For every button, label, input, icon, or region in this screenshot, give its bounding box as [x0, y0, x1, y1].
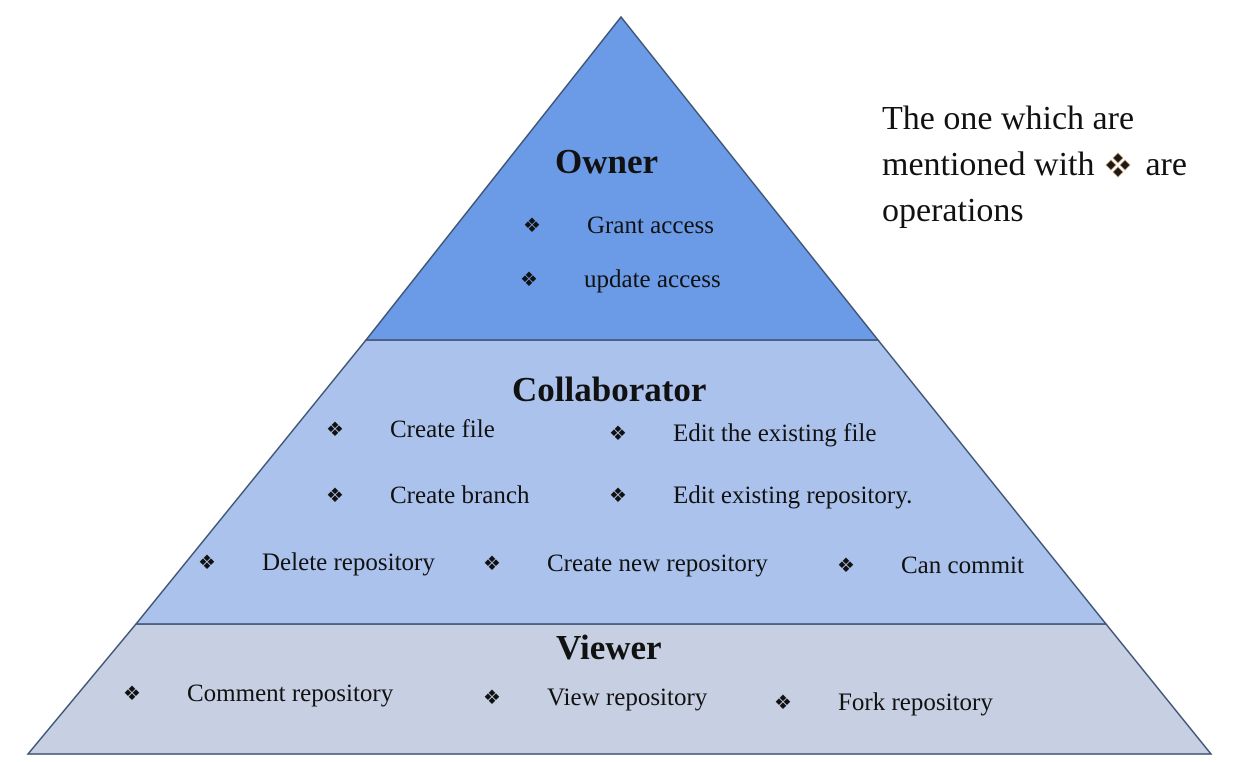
- viewer-item-label: Comment repository: [187, 680, 394, 707]
- four-diamond-bullet-icon: ❖: [520, 269, 538, 291]
- collaborator-item: ❖ Edit the existing file: [609, 420, 876, 448]
- four-diamond-bullet-icon: ❖: [326, 485, 344, 507]
- viewer-title: Viewer: [556, 628, 662, 667]
- owner-title: Owner: [555, 142, 659, 181]
- collaborator-item: ❖ Edit existing repository.: [609, 482, 912, 510]
- owner-item-label: update access: [584, 266, 721, 293]
- viewer-item: ❖ Comment repository: [123, 680, 393, 708]
- four-diamond-bullet-icon: ❖: [483, 687, 501, 709]
- collaborator-item-label: Create file: [390, 416, 495, 443]
- collaborator-item: ❖ Can commit: [837, 552, 1024, 580]
- note-line-3: operations: [882, 192, 1024, 229]
- four-diamond-bullet-icon: ❖: [326, 419, 344, 441]
- owner-item: ❖ update access: [520, 266, 721, 294]
- four-diamond-bullet-icon: ❖: [483, 553, 501, 575]
- viewer-item-label: Fork repository: [838, 689, 993, 716]
- collaborator-item: ❖ Delete repository: [198, 549, 435, 577]
- four-diamond-bullet-icon: [1103, 150, 1133, 180]
- collaborator-item-label: Edit the existing file: [673, 420, 877, 447]
- note-line-1: The one which are: [882, 100, 1135, 137]
- collaborator-item-label: Create new repository: [547, 550, 768, 577]
- four-diamond-bullet-icon: ❖: [609, 423, 627, 445]
- note-line-2-end: are: [1145, 146, 1187, 183]
- owner-item-label: Grant access: [587, 212, 715, 239]
- collaborator-item-label: Create branch: [390, 482, 530, 509]
- legend-note: The one which are mentioned with are ope…: [882, 96, 1222, 234]
- viewer-item-label: View repository: [547, 684, 708, 711]
- four-diamond-bullet-icon: ❖: [523, 215, 541, 237]
- collaborator-item-label: Edit existing repository.: [673, 482, 913, 509]
- four-diamond-bullet-icon: ❖: [837, 555, 855, 577]
- four-diamond-bullet-icon: ❖: [774, 692, 792, 714]
- four-diamond-bullet-icon: ❖: [609, 485, 627, 507]
- collaborator-item-label: Can commit: [901, 552, 1024, 579]
- viewer-item: ❖ View repository: [483, 684, 707, 712]
- collaborator-item: ❖ Create branch: [326, 482, 530, 510]
- note-line-2: mentioned with are: [882, 142, 1222, 188]
- collaborator-item: ❖ Create new repository: [483, 550, 768, 578]
- four-diamond-bullet-icon: ❖: [123, 683, 141, 705]
- collaborator-title: Collaborator: [512, 370, 707, 409]
- note-line-2-start: mentioned with: [882, 146, 1095, 183]
- collaborator-item: ❖ Create file: [326, 416, 495, 444]
- four-diamond-bullet-icon: ❖: [198, 552, 216, 574]
- owner-tier: [364, 15, 880, 341]
- collaborator-item-label: Delete repository: [262, 549, 435, 576]
- owner-item: ❖ Grant access: [523, 212, 714, 240]
- viewer-item: ❖ Fork repository: [774, 689, 993, 717]
